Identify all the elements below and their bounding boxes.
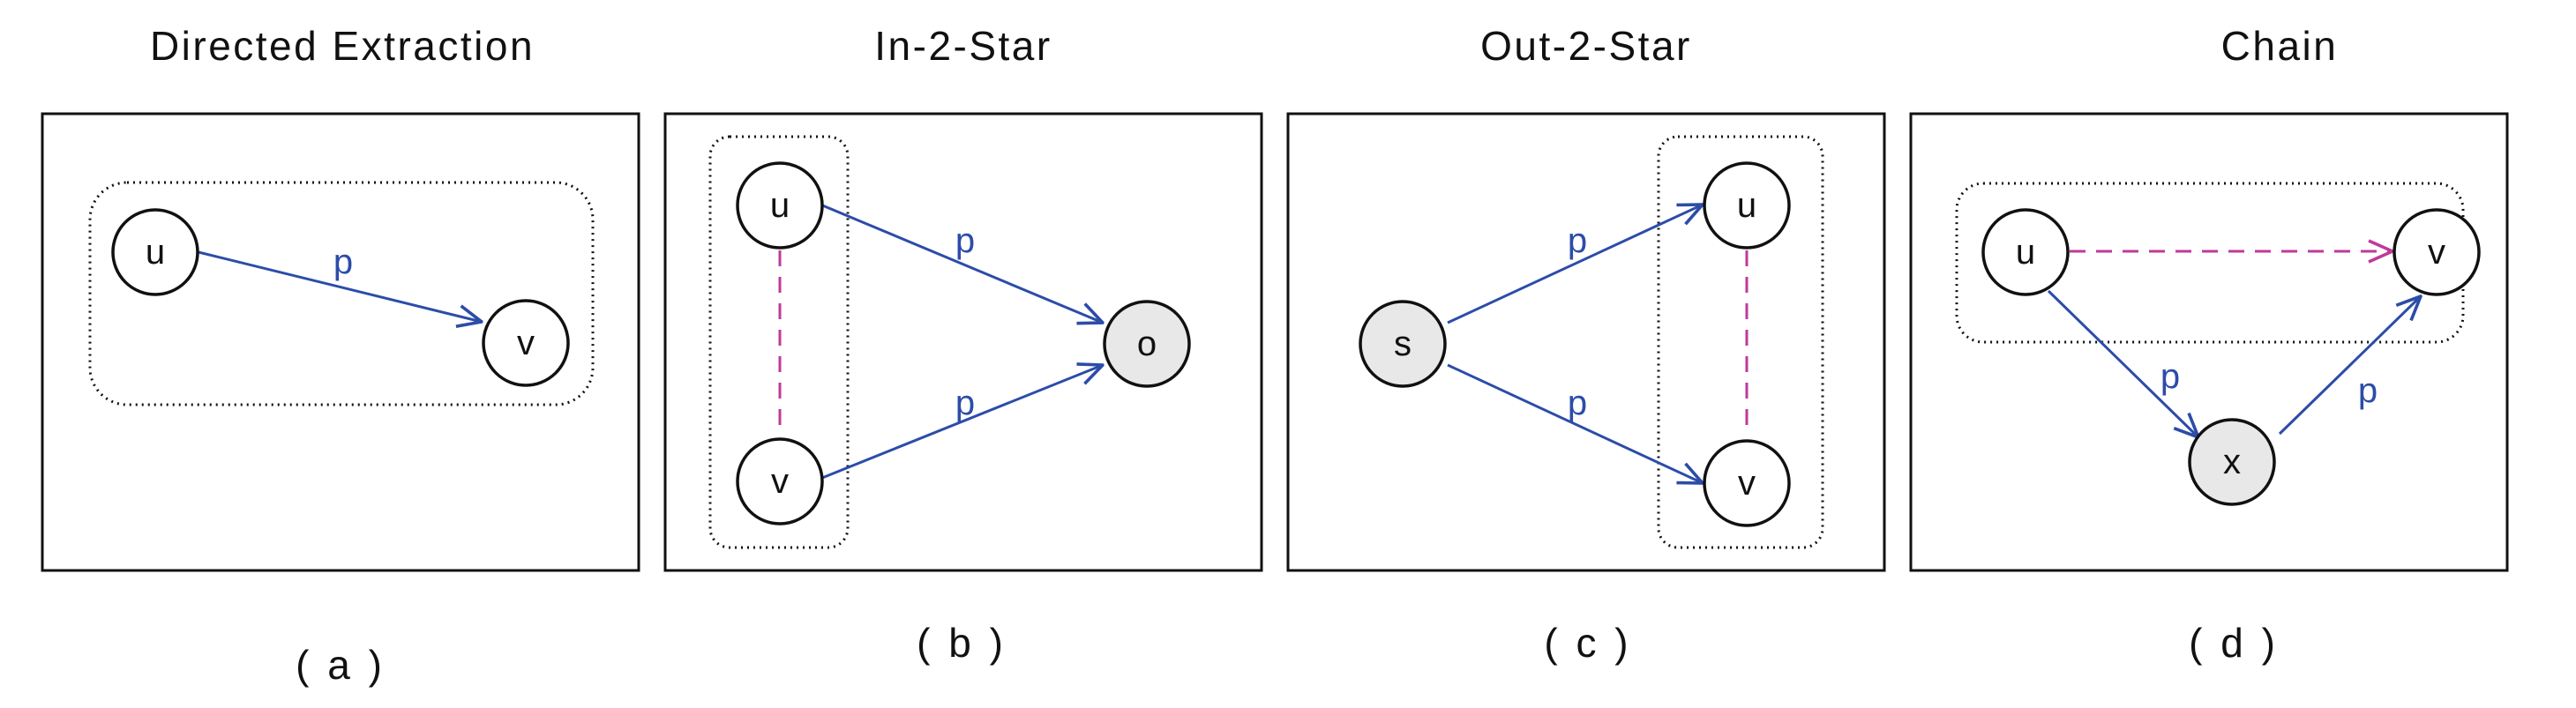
- edge-label: p: [333, 242, 353, 281]
- edge-v-o: [812, 365, 1103, 483]
- panel-chain: Chain p p u v x ( d ): [1909, 23, 2509, 666]
- edge-label: p: [2160, 357, 2180, 396]
- panel-caption: ( c ): [1544, 620, 1631, 666]
- node-u: u: [736, 161, 824, 250]
- node-label: v: [2428, 233, 2445, 272]
- dotted-group-box: [1657, 135, 1824, 549]
- edge-u-x: [2047, 289, 2198, 437]
- panel-caption: ( a ): [296, 642, 386, 688]
- panel-title: Directed Extraction: [150, 23, 535, 69]
- edge-u-o: [820, 203, 1103, 323]
- node-v: v: [1703, 439, 1791, 527]
- edge-u-v: [198, 250, 482, 322]
- panel-out-2-star: Out-2-Star p p s u v ( c ): [1286, 23, 1886, 666]
- node-v: v: [482, 299, 570, 387]
- edge-x-v: [2278, 296, 2421, 436]
- panel-caption: ( d ): [2189, 620, 2279, 666]
- node-x: x: [2188, 418, 2276, 506]
- node-v: v: [2393, 208, 2481, 296]
- panel-title: Chain: [2221, 23, 2339, 69]
- node-u: u: [1981, 208, 2070, 296]
- panel-caption: ( b ): [917, 620, 1007, 666]
- node-u: u: [111, 208, 199, 296]
- node-label: u: [770, 186, 790, 225]
- node-label: u: [146, 233, 165, 272]
- node-label: u: [2016, 233, 2035, 272]
- edge-label: p: [1568, 384, 1587, 422]
- node-u: u: [1703, 161, 1791, 250]
- edge-s-u: [1447, 205, 1703, 324]
- panel-in-2-star: In-2-Star p p u v o ( b ): [663, 23, 1263, 666]
- edge-label: p: [955, 221, 975, 260]
- panel-title: Out-2-Star: [1480, 23, 1692, 69]
- dotted-group-box: [88, 181, 595, 406]
- node-label: v: [771, 462, 789, 501]
- node-o: o: [1103, 300, 1191, 388]
- node-label: v: [1738, 464, 1756, 503]
- node-label: v: [517, 324, 535, 362]
- edge-label: p: [955, 384, 975, 422]
- edge-label: p: [2358, 371, 2378, 410]
- node-label: o: [1137, 324, 1157, 363]
- node-label: x: [2223, 443, 2241, 481]
- node-s: s: [1359, 300, 1447, 388]
- panel-directed-extraction: Directed Extraction p u v ( a ): [41, 23, 640, 688]
- edge-label: p: [1568, 221, 1587, 260]
- panel-title: In-2-Star: [874, 23, 1052, 69]
- node-v: v: [736, 437, 824, 525]
- node-label: u: [1737, 186, 1756, 225]
- edge-s-v: [1447, 363, 1703, 483]
- node-label: s: [1394, 324, 1412, 363]
- dotted-group-box: [708, 135, 850, 549]
